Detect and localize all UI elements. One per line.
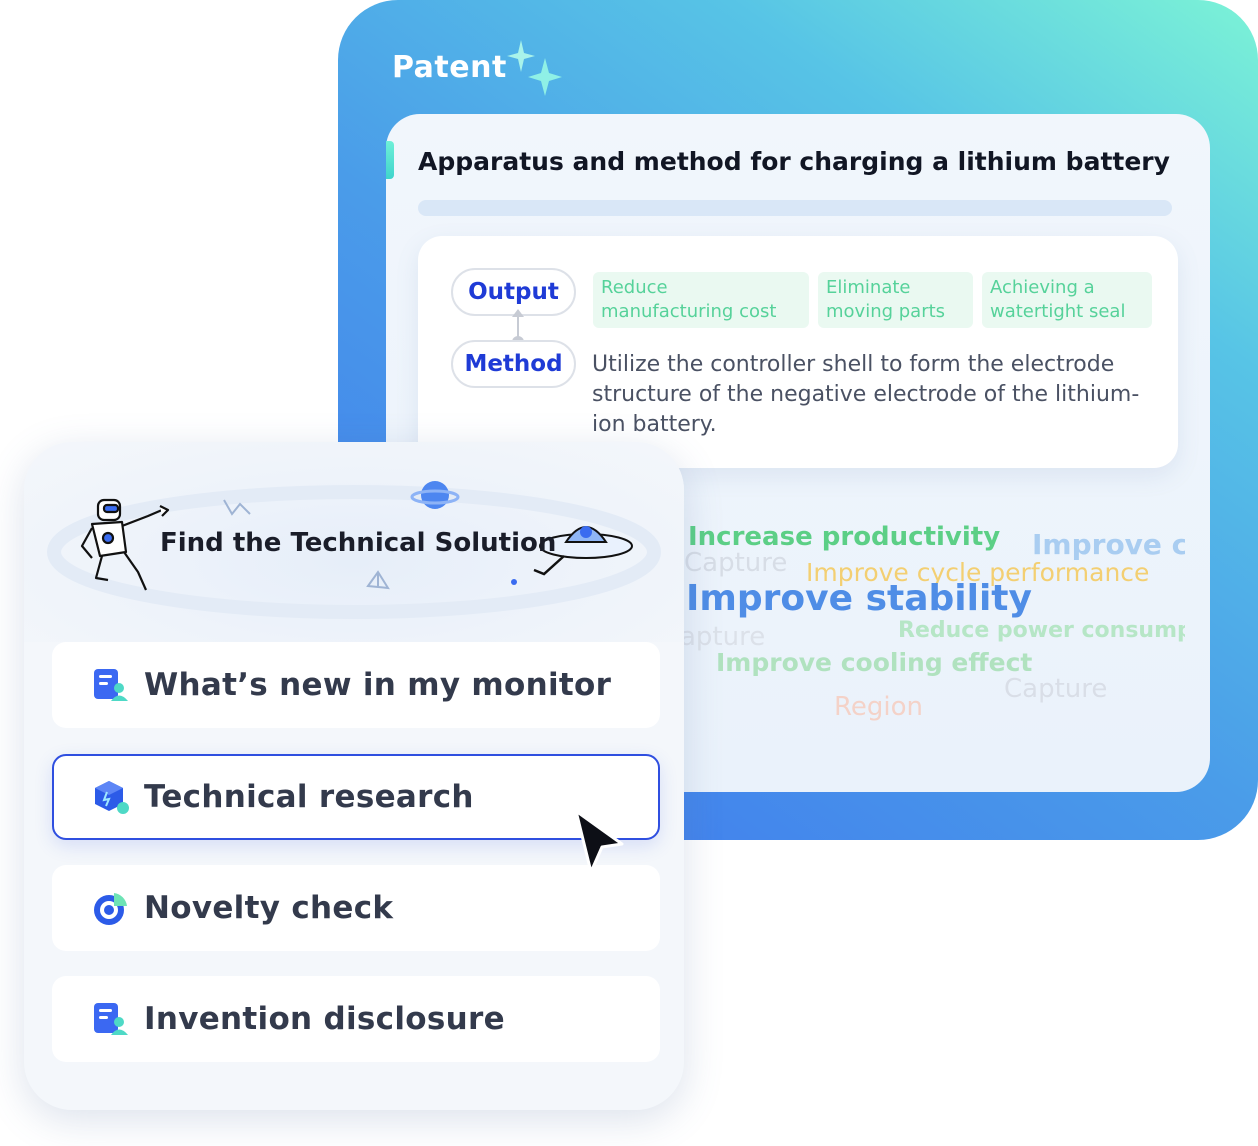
output-tag: Eliminate moving parts bbox=[818, 272, 973, 328]
mouse-pointer-icon bbox=[574, 809, 624, 874]
target-icon bbox=[92, 889, 130, 927]
output-tag: Achieving a watertight seal bbox=[982, 272, 1152, 328]
menu-item-technical-research[interactable]: Technical research bbox=[52, 754, 660, 840]
robot-icon bbox=[80, 498, 170, 591]
method-pill[interactable]: Method bbox=[451, 340, 576, 388]
method-description: Utilize the controller shell to form the… bbox=[592, 352, 1140, 437]
cloud-word: Improve stability bbox=[686, 578, 1032, 619]
menu-item-label: Technical research bbox=[144, 779, 474, 815]
cloud-word: Reduce power consump bbox=[898, 618, 1185, 643]
cloud-word: apture bbox=[680, 622, 766, 652]
cloud-word: Capture bbox=[684, 548, 788, 578]
connector-line bbox=[517, 310, 519, 342]
cloud-word: Region bbox=[834, 692, 924, 722]
menu-item-novelty-check[interactable]: Novelty check bbox=[52, 865, 660, 951]
ufo-icon bbox=[511, 526, 633, 585]
title-accent-bar bbox=[386, 141, 394, 179]
cloud-word: Improve co bbox=[1032, 528, 1185, 561]
connector-arrow-icon bbox=[512, 309, 524, 317]
hero-title: Find the Technical Solution bbox=[160, 528, 557, 558]
menu-item-invention-disclosure[interactable]: Invention disclosure bbox=[52, 976, 660, 1062]
document-user-icon bbox=[92, 1000, 130, 1038]
menu-item-label: Invention disclosure bbox=[144, 1001, 505, 1037]
patent-label: Patent bbox=[392, 50, 507, 85]
cloud-word: Increase productivity bbox=[688, 522, 1001, 552]
menu-item-label: Novelty check bbox=[144, 890, 394, 926]
menu-item-monitor[interactable]: What’s new in my monitor bbox=[52, 642, 660, 728]
triangle-icon bbox=[366, 570, 390, 590]
word-cloud: Capture Increase productivity Improve co… bbox=[680, 500, 1185, 740]
monitor-list-icon bbox=[92, 666, 130, 704]
output-tag: Reduce manufacturing cost bbox=[593, 272, 809, 328]
orbit-lines bbox=[47, 485, 661, 619]
sparkle-icon bbox=[507, 40, 562, 96]
menu-item-label: What’s new in my monitor bbox=[144, 667, 612, 703]
patent-title[interactable]: Apparatus and method for charging a lith… bbox=[418, 147, 1170, 176]
zigzag-icon bbox=[223, 499, 251, 516]
cloud-word: Improve cycle performance bbox=[806, 558, 1150, 587]
loading-bar bbox=[418, 200, 1172, 216]
cloud-word: Improve cooling effect bbox=[716, 648, 1033, 677]
planet-icon bbox=[410, 481, 460, 509]
cube-icon bbox=[92, 778, 130, 816]
cloud-word: Capture bbox=[1004, 674, 1108, 704]
